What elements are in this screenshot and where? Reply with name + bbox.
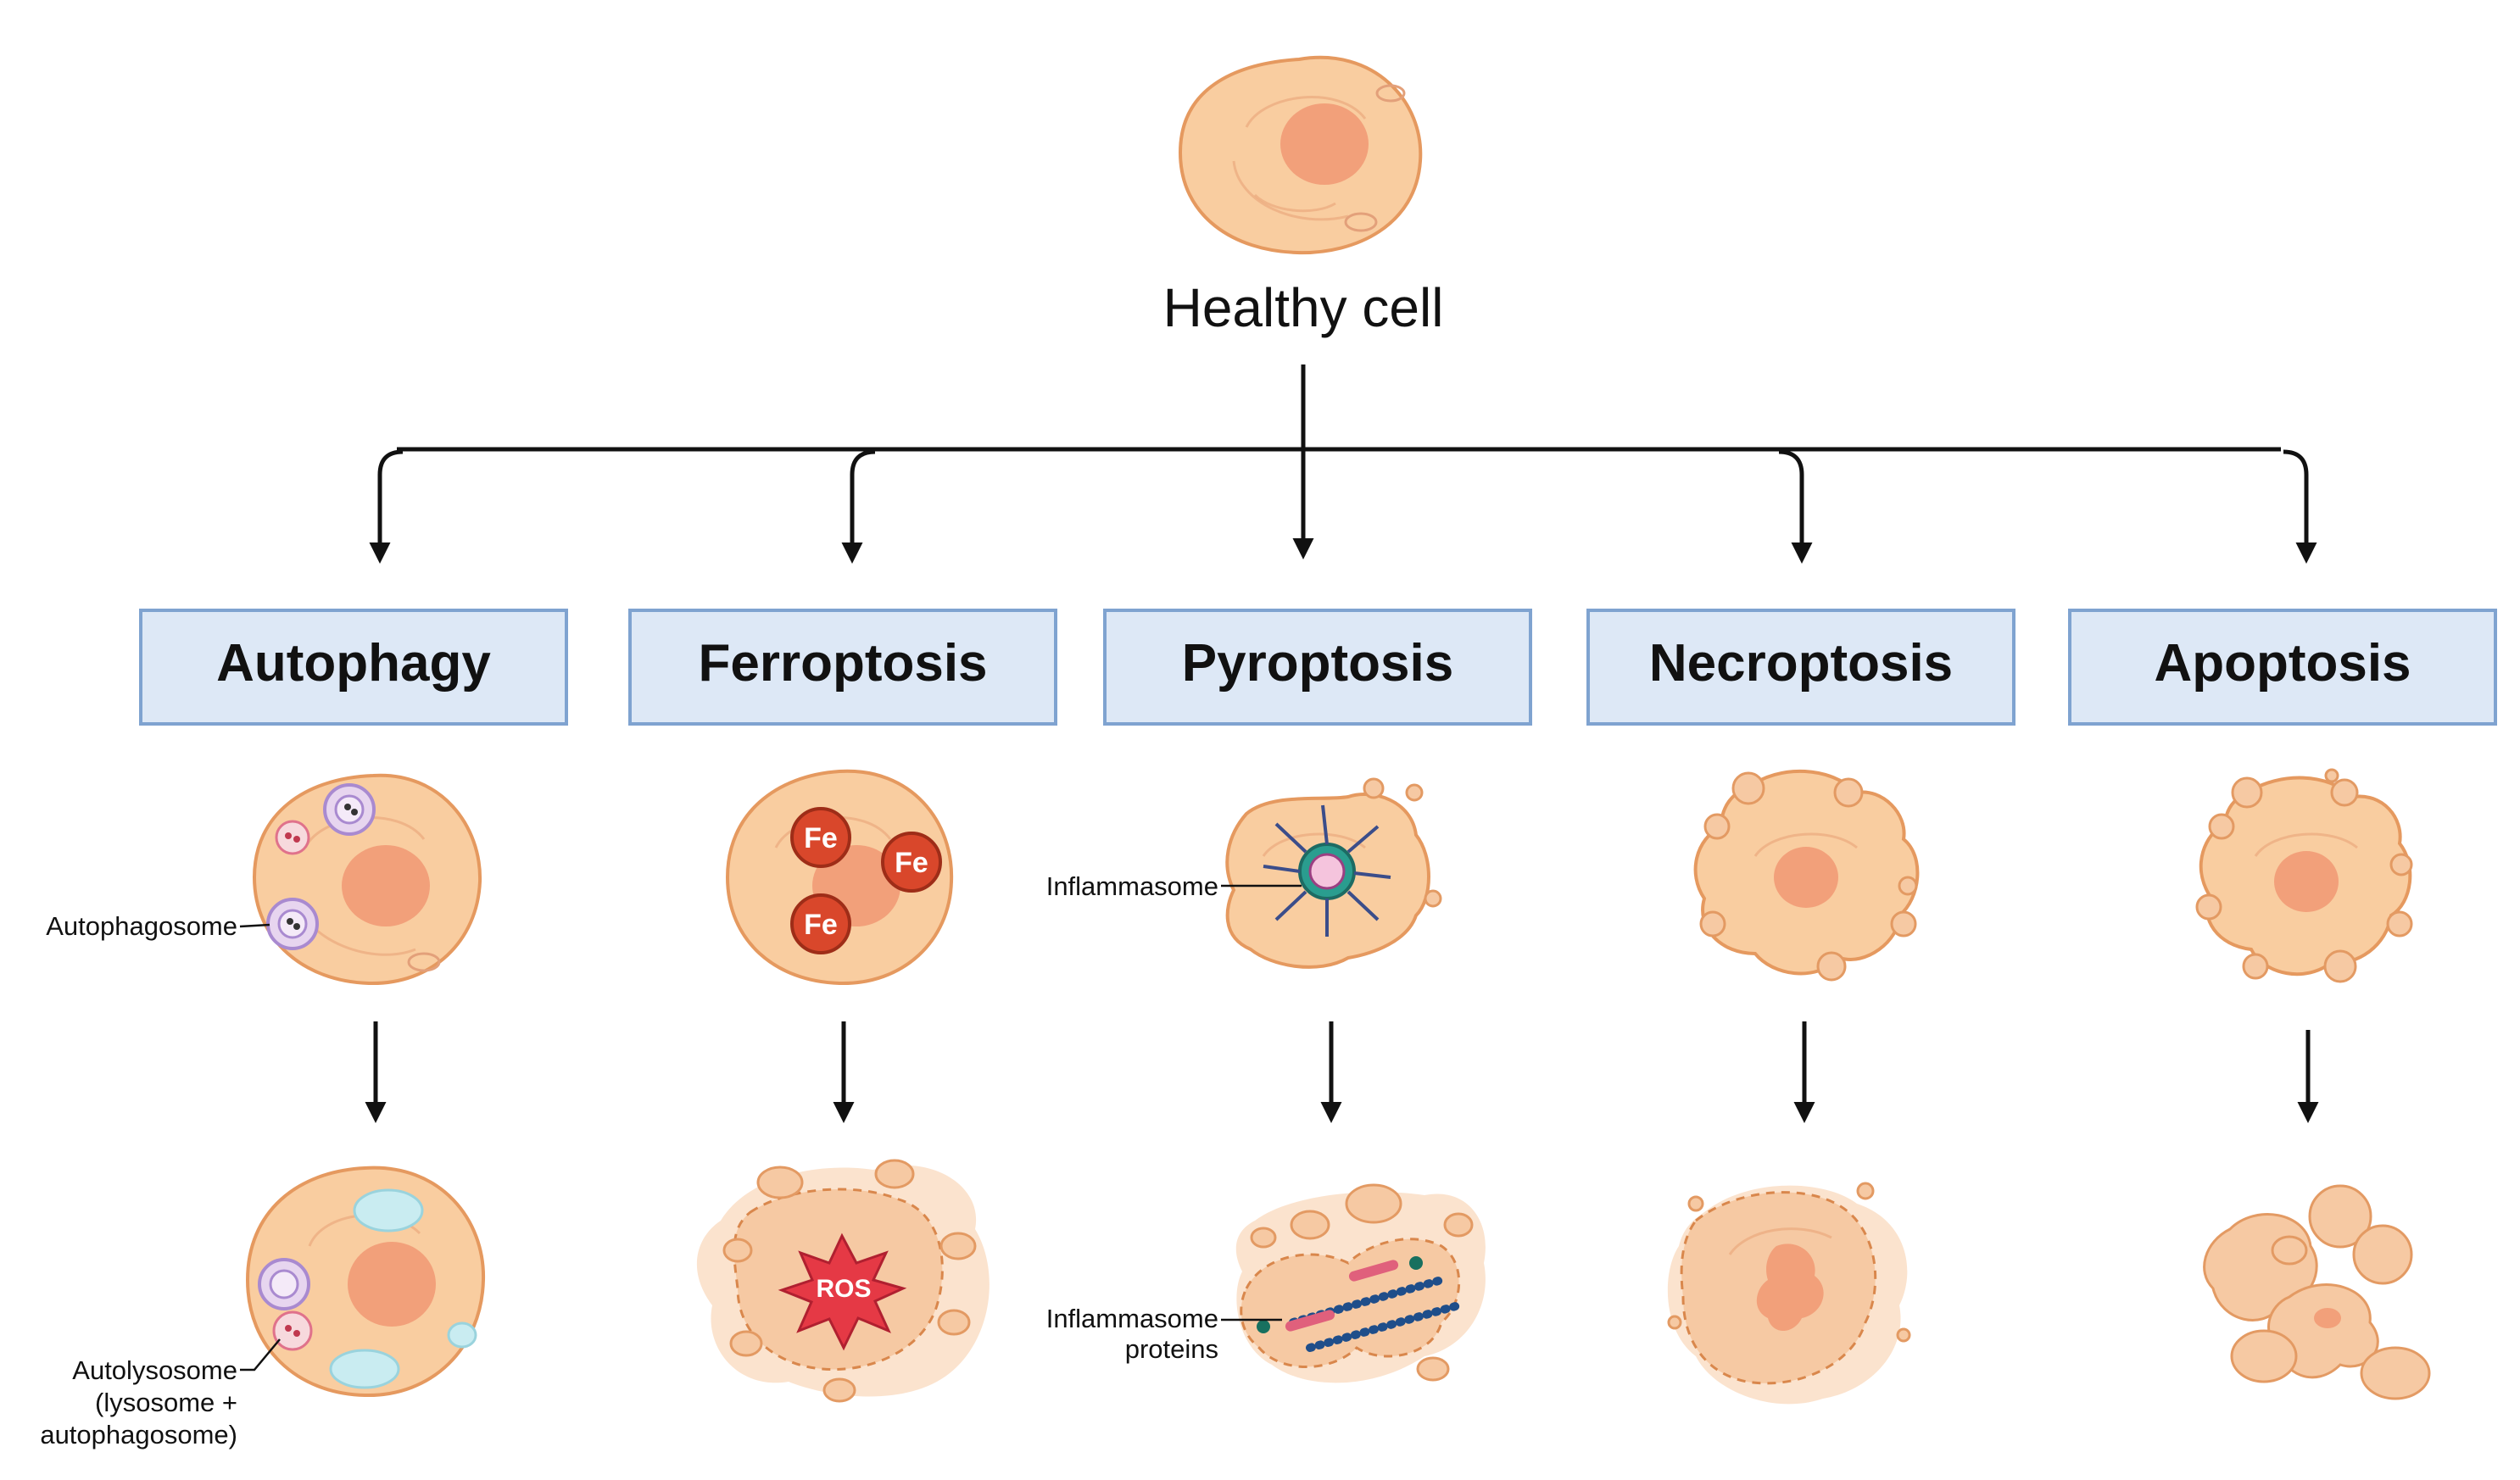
- pathway-box-autophagy: Autophagy: [139, 609, 568, 726]
- ros-label: ROS: [816, 1275, 871, 1303]
- fe-label-1: Fe: [804, 822, 838, 854]
- apoptosis-apoptotic-bodies: [2203, 1184, 2431, 1400]
- stage-arrows: [365, 1021, 2319, 1123]
- autolysosome-label-line1: Autolysosome: [72, 1355, 237, 1385]
- necroptosis-cell-early: [1693, 769, 1920, 982]
- inflammasome-proteins-label-line1: Inflammasome: [1046, 1304, 1218, 1333]
- pathway-label-ferroptosis: Ferroptosis: [698, 634, 987, 693]
- fe-label-3: Fe: [804, 909, 838, 941]
- pathway-box-necroptosis: Necroptosis: [1586, 609, 2015, 726]
- pathway-label-autophagy: Autophagy: [216, 634, 491, 693]
- branch-connector: [369, 364, 2317, 564]
- autolysosome-label-line3: autophagosome): [40, 1420, 237, 1449]
- ferroptosis-cell-late: ROS: [696, 1159, 990, 1403]
- healthy-cell-illustration: [1178, 55, 1423, 255]
- iron-particles: Fe Fe Fe: [790, 807, 942, 954]
- pathway-box-apoptosis: Apoptosis: [2068, 609, 2497, 726]
- autophagosome-leader: [239, 923, 270, 928]
- pathway-label-pyroptosis: Pyroptosis: [1182, 634, 1453, 693]
- inflammasome-proteins-label-line2: proteins: [1125, 1334, 1218, 1364]
- inflammasome-label: Inflammasome: [1046, 871, 1218, 901]
- autophagy-cell-early: [252, 773, 482, 986]
- pathway-label-necroptosis: Necroptosis: [1649, 634, 1953, 693]
- autophagosome-label: Autophagosome: [46, 911, 237, 941]
- pyroptosis-cell-late: [1235, 1183, 1486, 1383]
- pathway-box-ferroptosis: Ferroptosis: [628, 609, 1057, 726]
- pathway-label-apoptosis: Apoptosis: [2154, 634, 2411, 693]
- pathway-box-pyroptosis: Pyroptosis: [1103, 609, 1532, 726]
- apoptosis-cell-early: [2195, 768, 2413, 983]
- autolysosome-label-line2: (lysosome +: [95, 1388, 237, 1417]
- pyroptosis-cell-early: [1225, 777, 1442, 969]
- autophagy-cell-late: [245, 1166, 486, 1398]
- fe-label-2: Fe: [895, 847, 928, 879]
- necroptosis-cell-late: [1667, 1182, 1911, 1405]
- ros-starburst: [778, 1232, 907, 1351]
- healthy-cell-label: Healthy cell: [1163, 277, 1444, 338]
- autolysosome-leader: [240, 1338, 281, 1372]
